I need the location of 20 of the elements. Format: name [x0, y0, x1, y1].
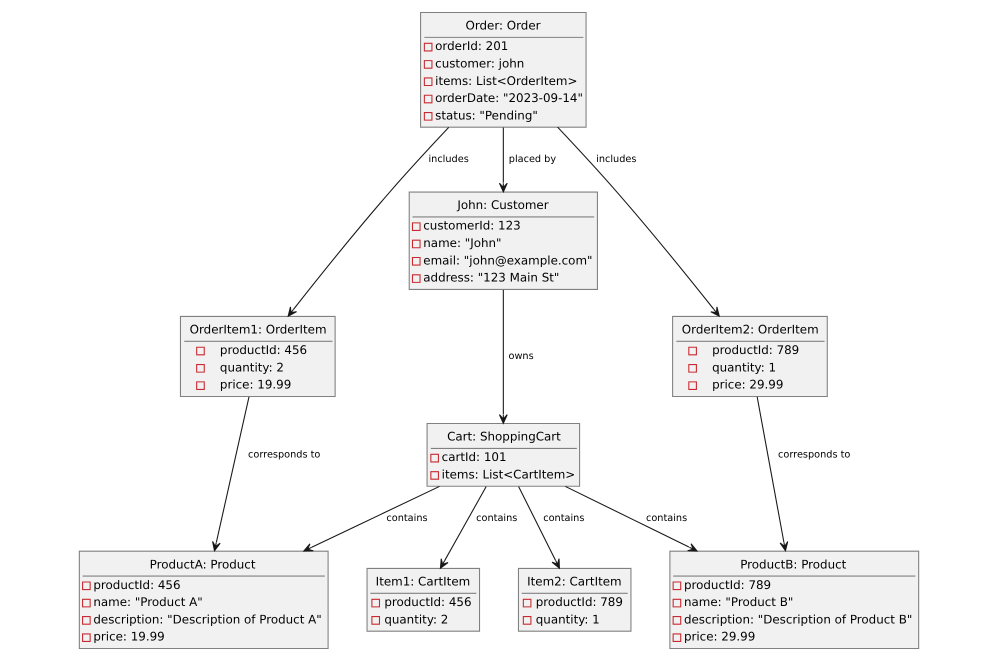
- arrow: [498, 290, 508, 424]
- arrow: [756, 396, 788, 552]
- arrow: [564, 486, 698, 552]
- arrow: [518, 486, 560, 569]
- arrow: [498, 128, 508, 192]
- edge-label: placed by: [508, 154, 556, 165]
- edge-label: corresponds to: [778, 449, 850, 460]
- edge-label: contains: [645, 513, 687, 524]
- arrow: [556, 126, 720, 317]
- arrow: [439, 486, 486, 569]
- edge-label: contains: [542, 513, 584, 524]
- edge-label: contains: [386, 513, 428, 524]
- edge-label: includes: [428, 154, 468, 165]
- edge-label: contains: [476, 513, 517, 524]
- arrow: [287, 127, 449, 317]
- edge-label: owns: [508, 350, 534, 362]
- arrow: [302, 486, 440, 552]
- arrow: [212, 396, 250, 552]
- edge-label: corresponds to: [248, 449, 320, 460]
- edge-label: includes: [596, 154, 636, 165]
